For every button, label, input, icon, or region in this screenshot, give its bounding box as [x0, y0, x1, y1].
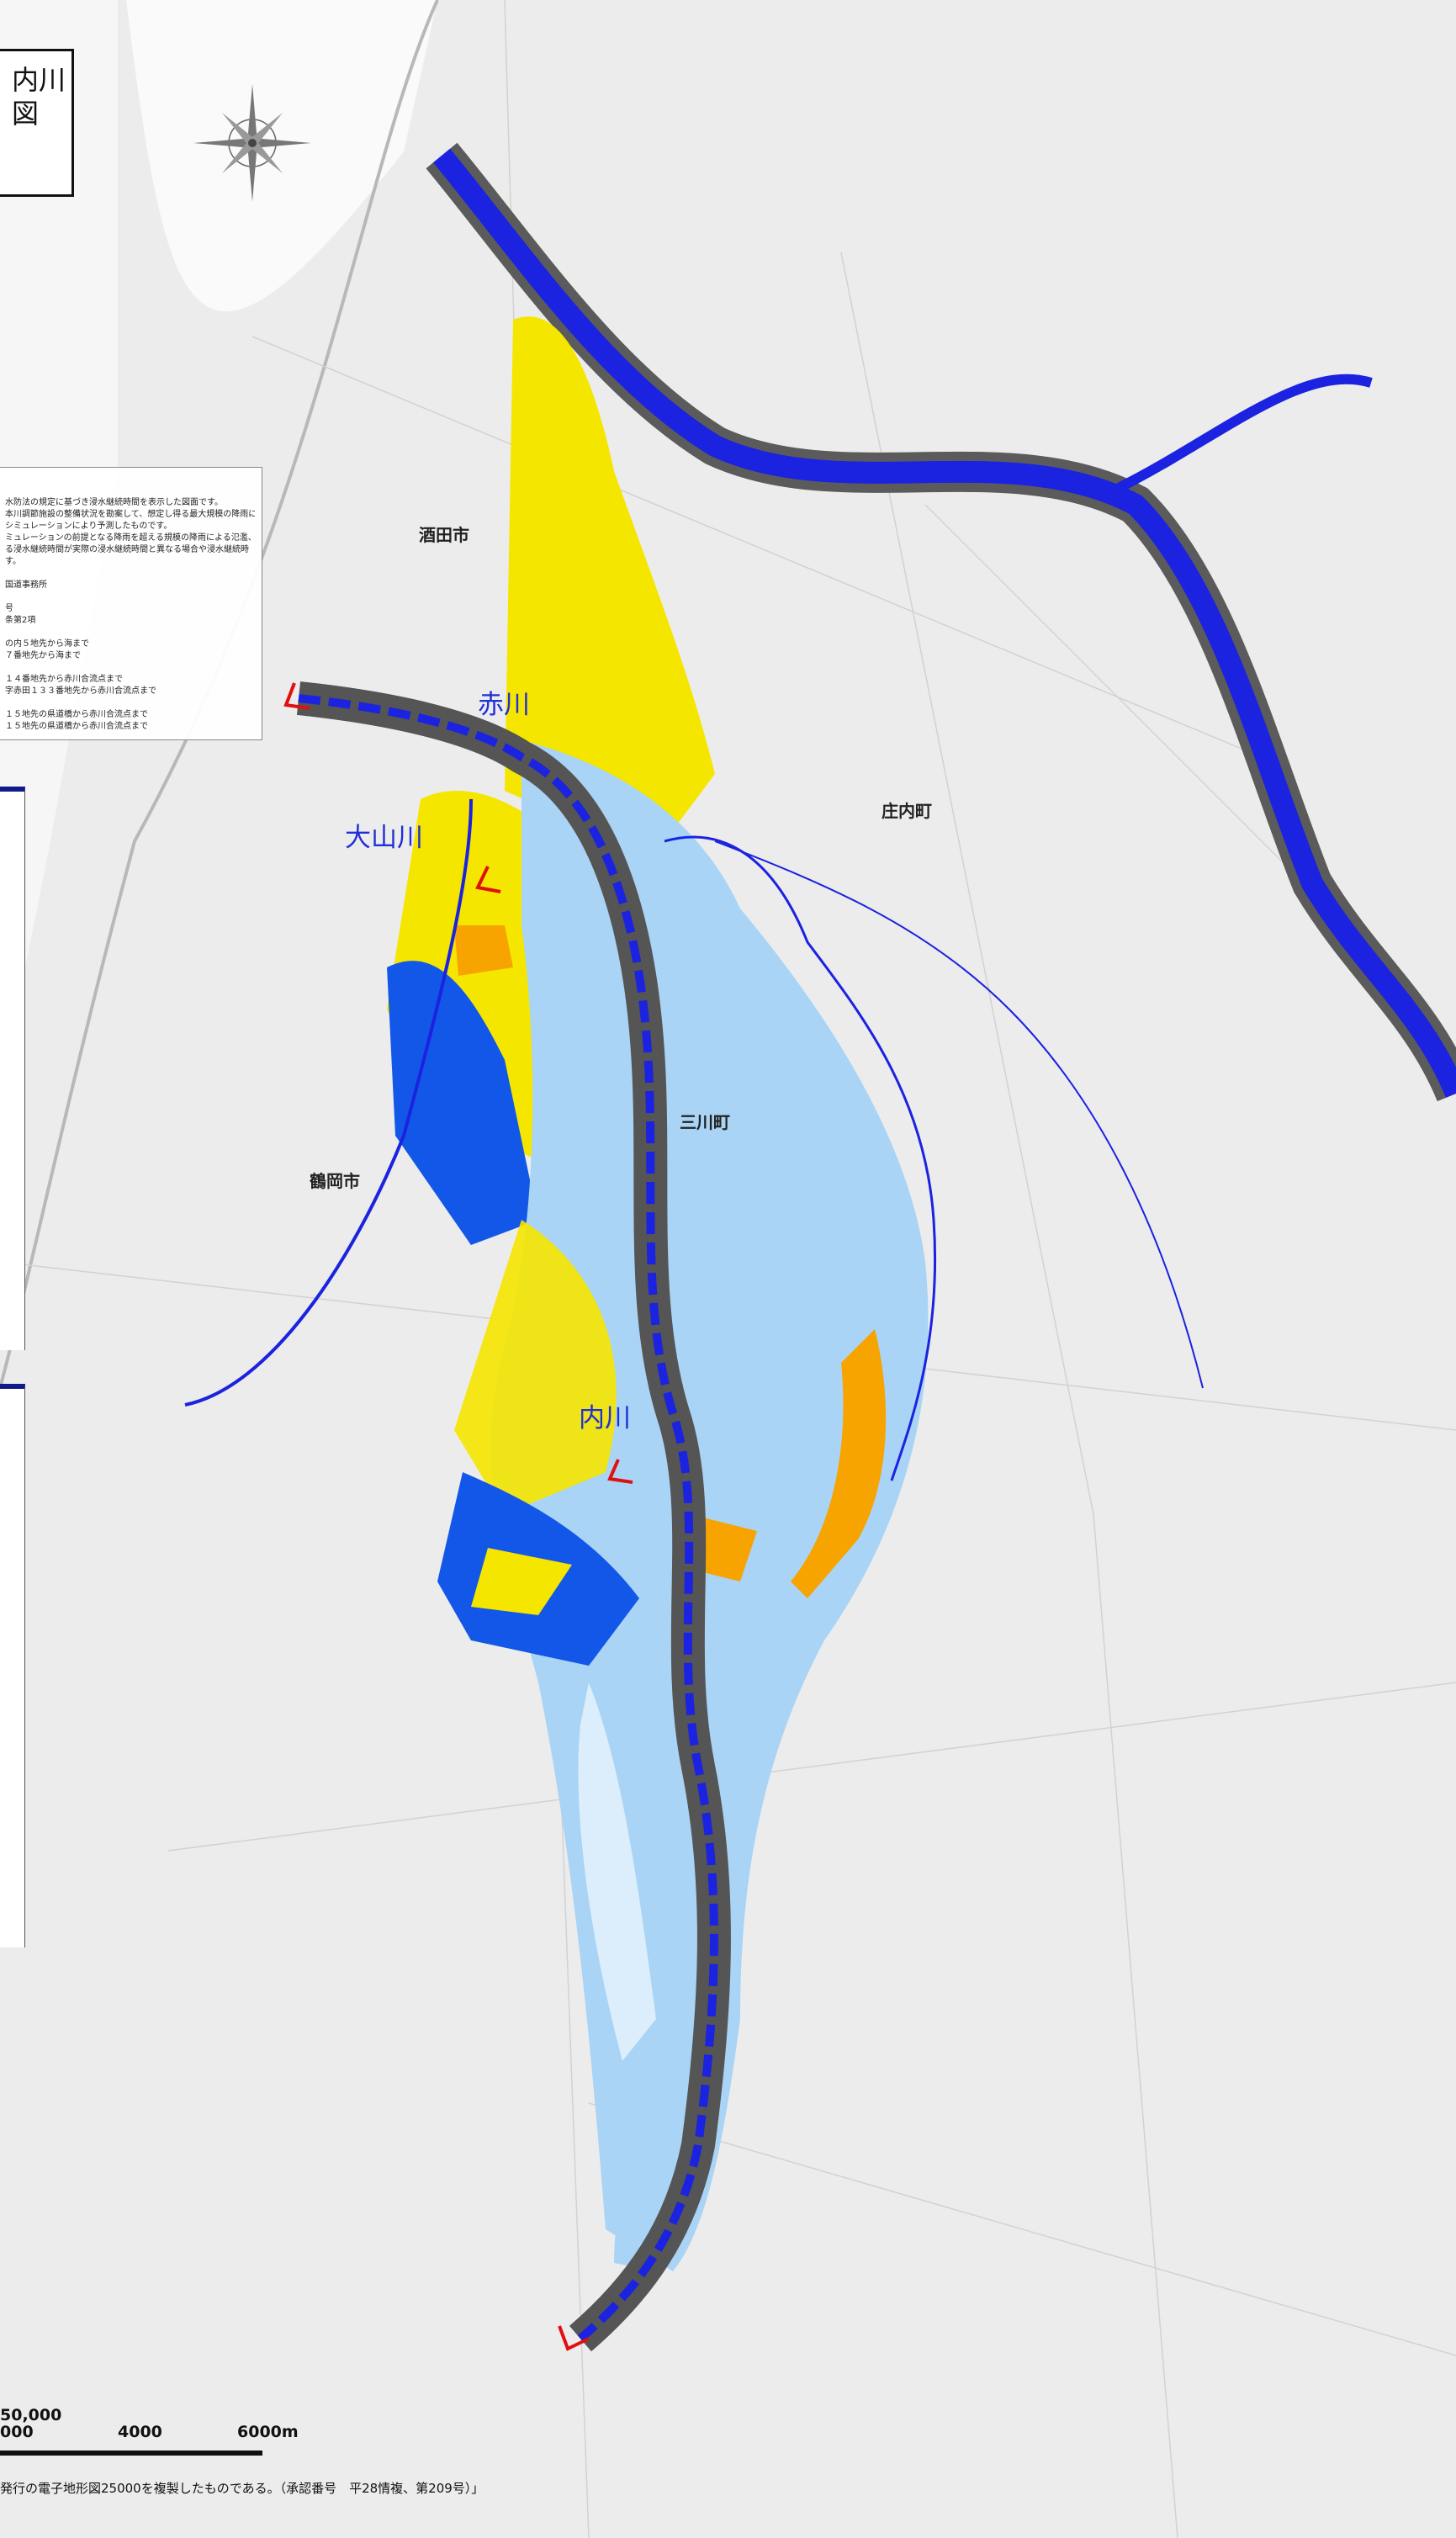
- scale-ratio: 50,000: [0, 2406, 62, 2424]
- legend-line: 国道事務所: [5, 580, 47, 590]
- dry-patch: [578, 1682, 656, 2061]
- map-title-line-1: 内川: [12, 64, 66, 96]
- legend-line: シミュレーションにより予測したものです。: [5, 522, 172, 531]
- legend-line: [5, 568, 255, 580]
- legend-line: １５地先の県道橋から赤川合流点まで: [5, 710, 148, 719]
- secondary-stream: [714, 840, 1204, 1389]
- flood-zone-orange-west: [454, 925, 513, 976]
- flood-zone-orange-east: [791, 1329, 887, 1598]
- legend-line: [5, 697, 255, 709]
- scale-tick-1: 000: [0, 2423, 34, 2441]
- legend-line: [5, 627, 255, 638]
- legend-line: す。: [5, 557, 21, 566]
- legend-line: ミュレーションの前提となる降雨を超える規模の降雨による氾濫、: [5, 533, 255, 543]
- akagawa-river: [298, 694, 718, 2342]
- uchikawa-river: [664, 835, 937, 1481]
- scale-tick-2: 4000: [118, 2423, 162, 2441]
- flood-zone-darkblue-west: [387, 961, 538, 1245]
- city-label-shonai: 庄内町: [882, 801, 932, 821]
- legend-line: 水防法の規定に基づき浸水継続時間を表示した図面です。: [5, 498, 223, 507]
- legend-line: ７番地先から海まで: [5, 651, 81, 660]
- city-label-mikawa: 三川町: [680, 1112, 730, 1132]
- city-label-tsuruoka: 鶴岡市: [310, 1171, 360, 1191]
- scale-tick-3: 6000m: [237, 2423, 299, 2441]
- legend-line: 条第2項: [5, 616, 36, 625]
- coastline: [0, 0, 439, 1389]
- legend-line: 字赤田１３３番地先から赤川合流点まで: [5, 686, 156, 696]
- legend-line: １４番地先から赤川合流点まで: [5, 675, 123, 684]
- mogami-river: [432, 148, 1456, 1098]
- legend-line: 本川調節施設の整備状況を勘案して、想定し得る最大規模の降雨に: [5, 510, 255, 519]
- legend-line: [5, 591, 255, 603]
- tributary-river: [1116, 374, 1373, 493]
- scale-bar: [0, 2451, 262, 2456]
- legend-line: る浸水継続時間が実際の浸水継続時間と異なる場合や浸水継続時: [5, 545, 249, 554]
- oyamagawa-river: [184, 798, 473, 1407]
- map-title-box: 内川 図: [0, 49, 74, 197]
- flood-zone-yellow-center: [454, 1220, 617, 1514]
- flood-zone-yellow-north: [505, 316, 715, 841]
- river-label-akagawa: 赤川: [478, 690, 530, 720]
- river-label-oyamagawa: 大山川: [345, 823, 423, 853]
- coastline-area: [118, 0, 437, 312]
- side-legend-panel-2: [0, 1384, 25, 1947]
- legend-line: [5, 662, 255, 674]
- legend-line: 号: [5, 604, 13, 613]
- side-legend-panel-1: [0, 787, 25, 1350]
- city-label-sakata: 酒田市: [419, 525, 469, 545]
- river-endpoint-arrow-icon: [283, 682, 633, 2351]
- legend-line: １５地先の県道橋から赤川合流点まで: [5, 722, 148, 731]
- river-label-uchikawa: 内川: [579, 1403, 631, 1433]
- map-title-line-2: 図: [12, 98, 40, 130]
- flood-zone-yellow-south: [471, 1548, 572, 1615]
- compass-rose-icon: [193, 84, 311, 202]
- map-credit: 発行の電子地形図25000を複製したものである。（承認番号 平28情複、第209…: [0, 2481, 484, 2496]
- legend-notes-box: 水防法の規定に基づき浸水継続時間を表示した図面です。 本川調節施設の整備状況を勘…: [0, 467, 262, 740]
- legend-line: の内５地先から海まで: [5, 639, 89, 649]
